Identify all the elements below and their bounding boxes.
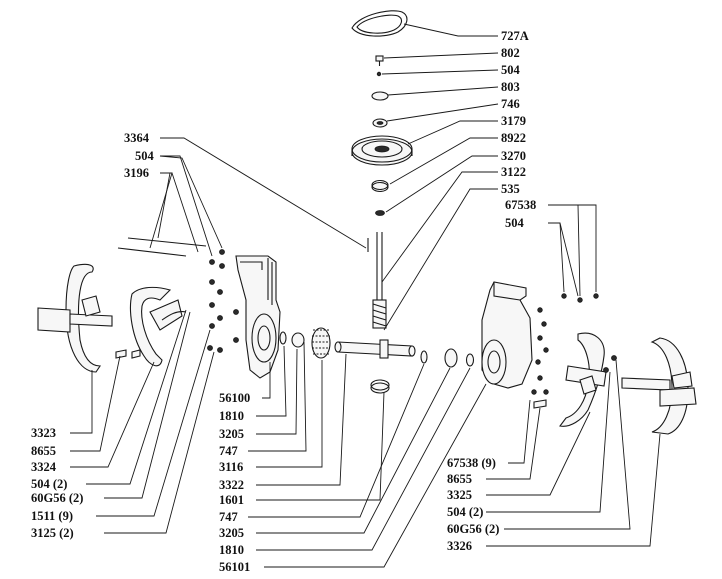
bolts-right-housing bbox=[531, 293, 599, 395]
label-column-center: 56100 1810 3205 747 3116 3322 1601 747 3… bbox=[219, 391, 250, 574]
part-label: 3116 bbox=[219, 460, 243, 474]
part-label: 802 bbox=[501, 46, 520, 60]
part-label: 746 bbox=[501, 97, 520, 111]
bolts-3125-left bbox=[115, 349, 141, 359]
tine-rods-3196 bbox=[117, 237, 207, 257]
tine-3324 bbox=[129, 286, 187, 367]
label-column-right: 67538 (9) 8655 3325 504 (2) 60G56 (2) 33… bbox=[447, 456, 499, 553]
part-label: 3326 bbox=[447, 539, 472, 553]
part-label: 1810 bbox=[219, 409, 244, 423]
part-label: 3270 bbox=[501, 149, 526, 163]
part-label: 67538 bbox=[505, 198, 536, 212]
washer-3205-right bbox=[444, 348, 458, 368]
part-label: 727A bbox=[501, 29, 529, 43]
part-label: 1601 bbox=[219, 493, 244, 507]
housing-56101 bbox=[481, 281, 533, 389]
part-label: 504 (2) bbox=[31, 477, 67, 491]
label-group-upper-left: 3364 504 3196 bbox=[124, 131, 155, 180]
part-label: 3364 bbox=[124, 131, 150, 145]
part-label: 747 bbox=[219, 444, 238, 458]
part-label: 3205 bbox=[219, 427, 244, 441]
washer-3205-left bbox=[279, 331, 287, 345]
bearing-3270 bbox=[371, 179, 389, 193]
bearing-3322 bbox=[370, 379, 390, 394]
part-label: 504 bbox=[505, 216, 525, 230]
spacer-747-left bbox=[291, 332, 305, 348]
washer-803 bbox=[371, 91, 389, 101]
part-label: 1511 (9) bbox=[31, 509, 73, 523]
label-group-upper-right: 67538 504 bbox=[505, 198, 536, 230]
part-label: 3122 bbox=[501, 165, 526, 179]
part-label: 56100 bbox=[219, 391, 250, 405]
part-label: 535 bbox=[501, 182, 520, 196]
label-column-left: 3323 8655 3324 504 (2) 60G56 (2) 1511 (9… bbox=[31, 426, 83, 540]
part-label: 3325 bbox=[447, 488, 472, 502]
tine-3323 bbox=[37, 263, 113, 373]
label-column-top: 727A 802 504 803 746 3179 8922 3270 3122… bbox=[501, 29, 529, 196]
worm-shaft-3122 bbox=[372, 232, 387, 329]
part-label: 3323 bbox=[31, 426, 56, 440]
part-label: 3125 (2) bbox=[31, 526, 74, 540]
part-label: 60G56 (2) bbox=[447, 522, 499, 536]
belt-727a bbox=[351, 10, 408, 37]
gear-3116 bbox=[311, 327, 331, 359]
part-label: 1810 bbox=[219, 543, 244, 557]
axle-1601 bbox=[334, 339, 416, 359]
part-label: 504 (2) bbox=[447, 505, 483, 519]
pulley-3179 bbox=[351, 135, 413, 166]
bearing-746 bbox=[372, 118, 388, 128]
part-label: 504 bbox=[501, 63, 521, 77]
part-label: 56101 bbox=[219, 560, 250, 574]
part-label: 3179 bbox=[501, 114, 526, 128]
part-label: 60G56 (2) bbox=[31, 491, 83, 505]
part-label: 504 bbox=[135, 149, 155, 163]
housing-56100 bbox=[235, 255, 281, 379]
part-label: 3322 bbox=[219, 478, 244, 492]
tine-3325 bbox=[559, 332, 607, 427]
part-label: 747 bbox=[219, 510, 238, 524]
leader-lines bbox=[70, 23, 661, 568]
part-label: 8655 bbox=[31, 444, 56, 458]
bolt-802 bbox=[375, 55, 384, 66]
bolts-left-housing bbox=[207, 249, 239, 353]
part-label: 3196 bbox=[124, 166, 149, 180]
spacer-747-right bbox=[420, 350, 428, 364]
washer-504-top bbox=[376, 71, 382, 77]
part-label: 3205 bbox=[219, 526, 244, 540]
part-label: 8922 bbox=[501, 131, 526, 145]
bolts-right-tine bbox=[533, 355, 617, 409]
part-label: 803 bbox=[501, 80, 520, 94]
ring-535 bbox=[375, 210, 385, 216]
washer-1810-right bbox=[465, 353, 475, 367]
part-label: 67538 (9) bbox=[447, 456, 496, 470]
part-label: 3324 bbox=[31, 460, 57, 474]
part-label: 8655 bbox=[447, 472, 472, 486]
tine-3326 bbox=[621, 337, 697, 435]
